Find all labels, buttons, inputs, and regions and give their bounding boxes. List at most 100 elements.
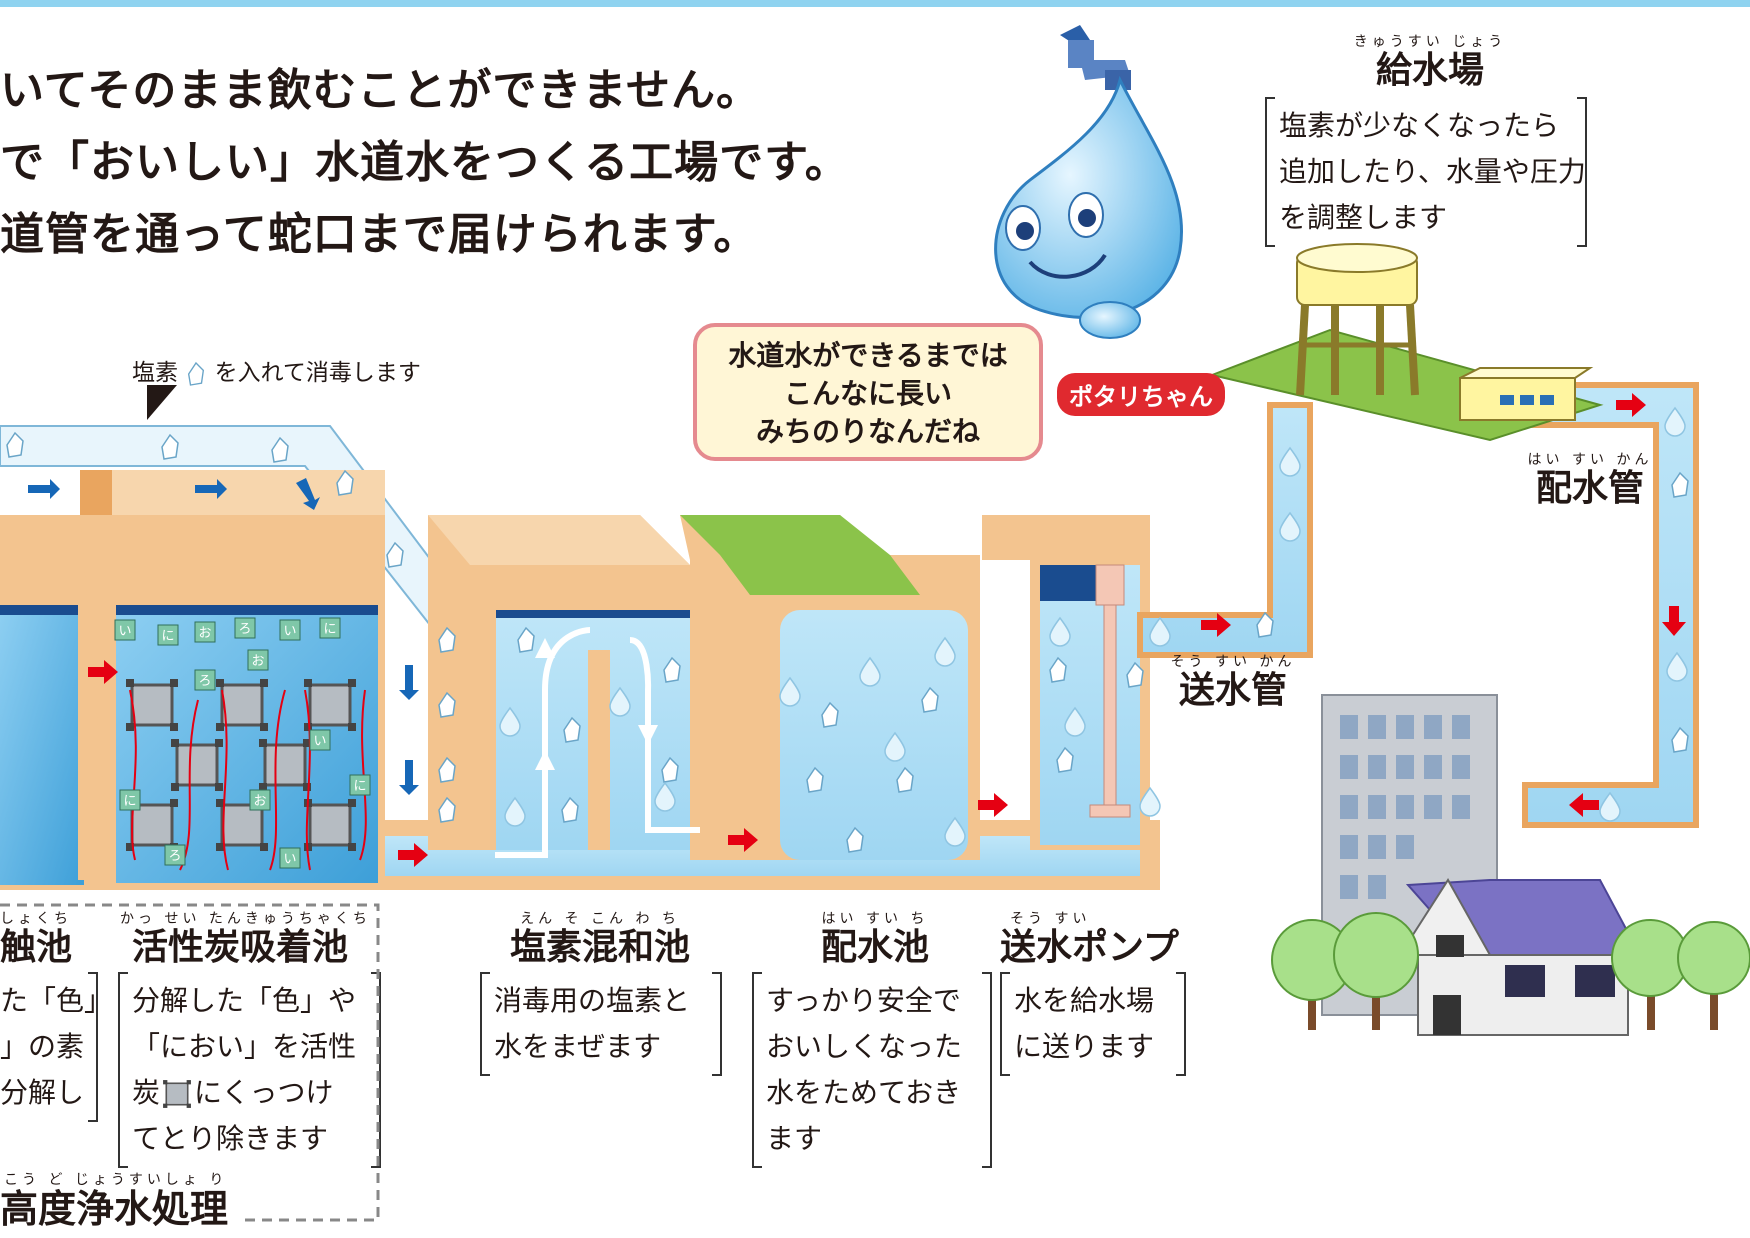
activated-carbon-desc: 分解した「色」や 「におい」を活性 炭にくっつけ てとり除きます	[118, 972, 381, 1168]
chlorine-note-after: を入れて消毒します	[214, 360, 421, 386]
distribution-reservoir-ruby: はい すい ち	[821, 911, 929, 927]
activated-carbon-desc-line: てとり除きます	[132, 1122, 329, 1155]
carbon-block-icon	[257, 737, 313, 793]
speech-line-3: みちのりなんだね	[755, 415, 980, 448]
letter-tile: に	[119, 789, 141, 811]
svg-text:い: い	[313, 734, 326, 749]
pump-title-kanji: 送水	[1000, 927, 1073, 968]
top-border-bar	[0, 0, 1750, 7]
intro-text: いてそのまま飲むことができません。 で「おいしい」水道水をつくる工場です。 道管…	[0, 55, 850, 271]
distribution-reservoir-desc-line: ます	[766, 1122, 823, 1155]
chlorine-note: 塩素 を入れて消毒します	[132, 353, 421, 389]
distribution-reservoir-label: はい すい ち 配水池	[805, 911, 945, 969]
svg-text:ろ: ろ	[168, 849, 181, 864]
chlorine-note-before: 塩素	[132, 360, 178, 386]
letter-tile: い	[114, 619, 136, 641]
distribution-reservoir-desc-line: 水をためておき	[766, 1076, 962, 1109]
chlorine-mixing-label: えん そ こん わ ち 塩素混和池	[490, 911, 710, 969]
water-tower-icon	[1296, 243, 1419, 396]
speech-line-2: こんなに長い	[783, 377, 952, 410]
biological-contact-desc-line: 」の素	[0, 1030, 85, 1063]
activated-carbon-ruby: かっ せい たんきゅうちゃくち	[120, 911, 371, 927]
svg-text:お: お	[198, 626, 211, 641]
supply-plant-desc-line: を調整します	[1279, 201, 1448, 234]
advanced-treatment-ruby: こう ど じょうすいしょ り	[4, 1172, 228, 1188]
pump-desc-line: に送ります	[1014, 1030, 1155, 1063]
distribution-pipe-label: はい すい かん 配水管	[1525, 452, 1655, 510]
pump-house	[1459, 367, 1594, 421]
biological-contact-desc: た「色」 」の素 分解し	[0, 972, 112, 1122]
activated-carbon-label: かっ せい たんきゅうちゃくち 活性炭吸着池	[120, 911, 371, 969]
letter-tile: ろ	[194, 669, 216, 691]
pump-desc: 水を給水場 に送ります	[1000, 972, 1186, 1076]
supply-plant	[1208, 243, 1604, 442]
letter-tile: い	[279, 619, 301, 641]
svg-text:ろ: ろ	[198, 674, 211, 689]
svg-text:い: い	[118, 624, 131, 639]
letter-tile: ろ	[234, 617, 256, 639]
pump-desc-line: 水を給水場	[1014, 984, 1155, 1017]
transmission-pipe-title: 送水管	[1178, 670, 1287, 711]
svg-text:に: に	[161, 629, 174, 644]
letter-tile: ろ	[164, 844, 186, 866]
pump-label: そう すい 送水ポンプ	[1000, 911, 1190, 969]
carbon-block-icon	[302, 797, 358, 853]
activated-carbon-desc-line: 分解した「色」や	[132, 984, 357, 1017]
house-icon	[1398, 878, 1642, 1036]
letter-tile: い	[279, 847, 301, 869]
distribution-reservoir-desc-line: おいしくなった	[766, 1030, 963, 1063]
advanced-treatment-title: 高度浄水処理	[0, 1187, 229, 1231]
chlorine-crystal-icon	[188, 361, 205, 386]
tree-icon	[1271, 912, 1750, 1030]
pump-title-kana: ポンプ	[1072, 927, 1179, 968]
distribution-pipe-ruby: はい すい かん	[1527, 452, 1653, 468]
blue-flow-arrow-icon	[28, 478, 419, 795]
distribution-reservoir-title: 配水池	[820, 927, 929, 968]
supply-plant-desc: 塩素が少なくなったら 追加したり、水量や圧力 を調整します	[1265, 97, 1587, 247]
carbon-block-icon	[169, 737, 225, 793]
supply-plant-desc-line: 追加したり、水量や圧力	[1279, 155, 1586, 188]
distribution-reservoir-desc: すっかり安全で おいしくなった 水をためておき ます	[752, 972, 992, 1168]
svg-text:お: お	[253, 794, 266, 809]
advanced-treatment-label: こう ど じょうすいしょ り 高度浄水処理	[0, 1172, 228, 1230]
chlorine-mixing-title: 塩素混和池	[509, 927, 690, 968]
chlorine-mixing-desc-line: 水をまぜます	[494, 1030, 662, 1063]
chlorine-note-pointer	[147, 385, 177, 420]
svg-text:い: い	[283, 624, 296, 639]
chlorine-mixing-desc-line: 消毒用の塩素と	[494, 984, 691, 1017]
activated-carbon-title: 活性炭吸着池	[131, 927, 348, 968]
character-name-badge: ポタリちゃん	[1057, 373, 1225, 416]
pump-chamber	[982, 515, 1150, 850]
mascot-potari	[994, 75, 1183, 339]
biological-contact-tank	[0, 515, 90, 885]
mixing-flow-arrows	[495, 627, 700, 858]
intro-line-1: いてそのまま飲むことができません。	[0, 65, 762, 116]
mixing-flow-arrowheads	[535, 638, 658, 770]
biological-contact-label: しょくち 触池	[0, 911, 73, 969]
carbon-block-icon	[302, 677, 358, 733]
speech-line-1: 水道水ができるまでは	[728, 339, 1008, 372]
carbon-text: 炭	[132, 1076, 161, 1109]
letter-tile: お	[194, 621, 216, 643]
faucet-icon	[1060, 25, 1131, 90]
distribution-pipe	[1522, 382, 1699, 828]
transmission-pipe-label: そう すい かん 送水管	[1168, 654, 1298, 712]
supply-plant-ruby: きゅうすい じょう	[1353, 34, 1507, 50]
intro-line-3: 道管を通って蛇口まで届けられます。	[0, 209, 759, 260]
svg-text:い: い	[283, 852, 296, 867]
carbon-block-icon	[163, 1080, 191, 1108]
letter-tile: い	[309, 729, 331, 751]
biological-contact-title: 触池	[0, 927, 73, 968]
supply-plant-title: 給水場	[1375, 50, 1484, 91]
distribution-reservoir-desc-line: すっかり安全で	[766, 984, 961, 1017]
pump-ruby: そう すい	[1010, 911, 1091, 927]
letter-tile: お	[247, 649, 269, 671]
svg-text:に: に	[323, 622, 336, 637]
supply-plant-label: きゅうすい じょう 給水場	[1330, 34, 1530, 92]
svg-text:ろ: ろ	[238, 622, 251, 637]
letter-tile: に	[319, 617, 341, 639]
speech-bubble: 水道水ができるまでは こんなに長い みちのりなんだね	[693, 323, 1043, 461]
svg-text:に: に	[353, 779, 366, 794]
advanced-treatment-bracket	[0, 903, 380, 1222]
